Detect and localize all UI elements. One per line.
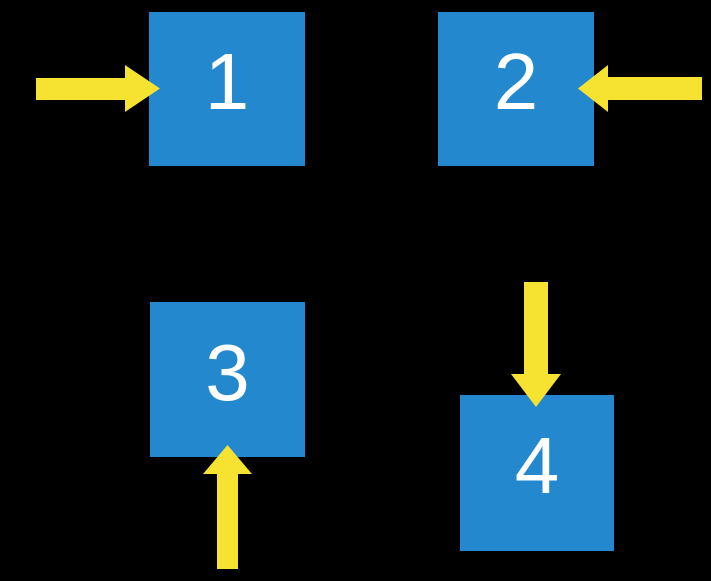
- arrow-right-icon: [36, 65, 160, 112]
- square-3: 3: [150, 302, 305, 457]
- arrow-up-icon: [203, 445, 252, 569]
- square-1: 1: [149, 12, 305, 166]
- square-1-label: 1: [204, 37, 250, 126]
- arrow-down-icon: [511, 282, 561, 407]
- square-4-label: 4: [514, 421, 560, 510]
- square-2-label: 2: [493, 37, 539, 126]
- arrow-left-icon: [578, 65, 702, 112]
- square-4: 4: [460, 395, 614, 551]
- square-2: 2: [438, 12, 594, 166]
- square-3-label: 3: [205, 327, 250, 417]
